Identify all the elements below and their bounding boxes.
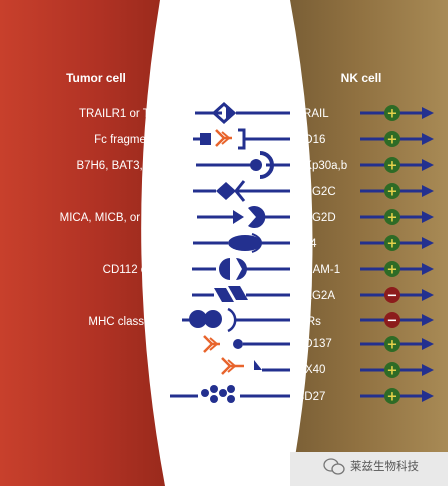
watermark-text: 莱兹生物科技 (350, 459, 419, 473)
signal-symbol: + (387, 211, 398, 226)
signal-arrow-2b4: + (360, 235, 434, 252)
cd27-binding (170, 385, 290, 403)
receptor-label-trail: TRAIL (296, 108, 329, 120)
activating-signal-icon (384, 131, 400, 147)
signal-arrow-cd137: + (360, 336, 434, 353)
signal-arrow-kirs: − (360, 312, 434, 329)
tumor-cell-title: Tumor cell (66, 71, 126, 85)
receptor-label-ox40: OX40 (296, 364, 325, 376)
ligand-labels: TRAILR1 or TRAILR2 Fc fragment of IgG B7… (60, 108, 191, 403)
tumor-cell-membrane (0, 0, 165, 486)
nkg2d-binding (197, 206, 290, 229)
cd16-binding (193, 128, 290, 150)
signal-arrow-cd27: + (360, 388, 434, 405)
ligand-label-trailr: TRAILR1 or TRAILR2 (79, 108, 190, 120)
signal-symbol: + (387, 338, 398, 353)
signal-arrows: + + + + + + + − − + + + (360, 105, 434, 405)
nkg2c-binding (193, 180, 290, 202)
signal-arrow-nkg2d: + (360, 209, 434, 226)
receptor-label-nkg2a: NKG2A (296, 290, 335, 302)
cd137-binding (203, 335, 290, 353)
signal-symbol: + (387, 364, 398, 379)
activating-signal-icon (384, 209, 400, 225)
watermark: 莱兹生物科技 (323, 458, 419, 475)
receptor-label-nkg2d: NKG2D (296, 212, 336, 224)
ligand-label-hla-e-1: HLA-E (156, 186, 190, 198)
ligand-label-mhc: MHC class I ligands (88, 316, 190, 328)
signal-symbol: − (387, 289, 398, 304)
signal-symbol: + (387, 237, 398, 252)
signal-arrow-nkg2c: + (360, 183, 434, 200)
activating-signal-icon (384, 105, 400, 121)
signal-symbol: + (387, 185, 398, 200)
signal-arrow-dnam-1: + (360, 261, 434, 278)
activating-signal-icon (384, 362, 400, 378)
activating-signal-icon (384, 157, 400, 173)
signal-symbol: − (387, 314, 398, 329)
signal-arrow-nkg2a: − (360, 287, 434, 304)
trail-binding (195, 101, 290, 125)
binding-glyphs (170, 101, 290, 403)
receptor-label-cd27: CD27 (296, 391, 325, 403)
ox40-binding (221, 357, 290, 375)
activating-signal-icon (384, 388, 400, 404)
signal-arrow-cd16: + (360, 131, 434, 148)
watermark-strip (290, 452, 448, 486)
signal-symbol: + (387, 107, 398, 122)
receptor-label-nkg2c: NKG2C (296, 186, 336, 198)
signal-arrow-nkp30a-b: + (360, 157, 434, 174)
inhibitory-signal-icon (384, 287, 400, 303)
ligand-label-fc-igg: Fc fragment of IgG (94, 134, 190, 146)
ligand-label-hla-e-2: HLA-E (156, 290, 190, 302)
signal-symbol: + (387, 133, 398, 148)
ligand-label-mica: MICA, MICB, or ULBP1-6 (60, 212, 190, 224)
activating-signal-icon (384, 261, 400, 277)
receptor-label-dnam1: DNAM-1 (296, 264, 340, 276)
activating-signal-icon (384, 183, 400, 199)
receptor-labels: TRAIL CD16 NKp30a,b NKG2C NKG2D 2B4 DNAM… (296, 108, 347, 403)
receptor-label-2b4: 2B4 (296, 238, 317, 250)
ligand-label-cd48: CD48 (161, 238, 190, 250)
receptor-label-cd137: CD137 (296, 338, 332, 350)
receptor-label-kirs: KIRs (296, 316, 321, 328)
receptor-label-nkp30: NKp30a,b (296, 160, 347, 172)
dnam1-binding (192, 258, 290, 280)
receptor-label-cd16: CD16 (296, 134, 325, 146)
inhibitory-signal-icon (384, 312, 400, 328)
ligand-label-cd112: CD112 or CD155 (103, 264, 190, 276)
kirs-binding (182, 307, 290, 333)
nk-cell-title: NK cell (341, 71, 382, 85)
2b4-binding (193, 233, 290, 253)
signal-symbol: + (387, 159, 398, 174)
signal-symbol: + (387, 390, 398, 405)
activating-signal-icon (384, 235, 400, 251)
nkp30-binding (196, 151, 290, 179)
signal-arrow-ox40: + (360, 362, 434, 379)
ligand-label-b7h6: B7H6, BAT3, or BAG6 (76, 160, 190, 172)
signal-symbol: + (387, 263, 398, 278)
signal-arrow-trail: + (360, 105, 434, 122)
wechat-icon (323, 458, 345, 475)
nkg2a-binding (192, 286, 290, 302)
activating-signal-icon (384, 336, 400, 352)
